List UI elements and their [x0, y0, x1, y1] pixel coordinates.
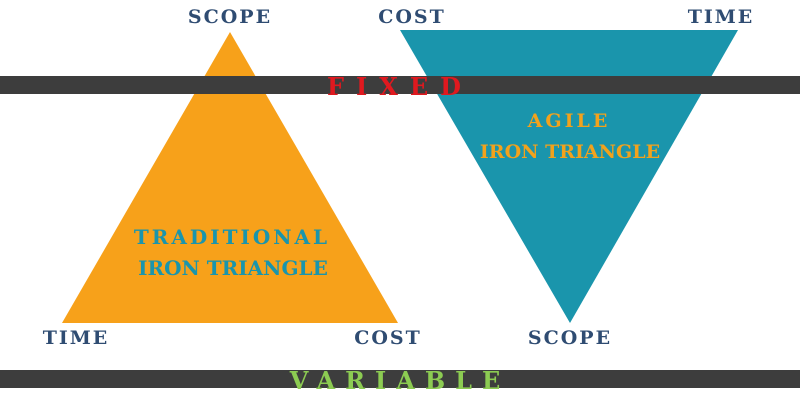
agile-title-line2: IRON TRIANGLE [480, 141, 660, 163]
traditional-triangle [62, 32, 398, 323]
agile-top-left-label: COST [378, 6, 446, 28]
traditional-title-line1: TRADITIONAL [134, 225, 330, 249]
agile-top-right-label: TIME [688, 6, 755, 28]
traditional-left-label: TIME [43, 327, 110, 349]
fixed-label: FIXED [327, 72, 473, 101]
agile-triangle [400, 30, 738, 323]
agile-bottom-label: SCOPE [528, 327, 612, 349]
agile-title-line1: AGILE [527, 110, 611, 132]
traditional-top-label: SCOPE [188, 6, 272, 28]
traditional-right-label: COST [354, 327, 422, 349]
variable-label: VARIABLE [289, 366, 511, 395]
variable-band [0, 370, 800, 388]
traditional-title-line2: IRON TRIANGLE [138, 256, 328, 280]
fixed-band [0, 76, 800, 94]
